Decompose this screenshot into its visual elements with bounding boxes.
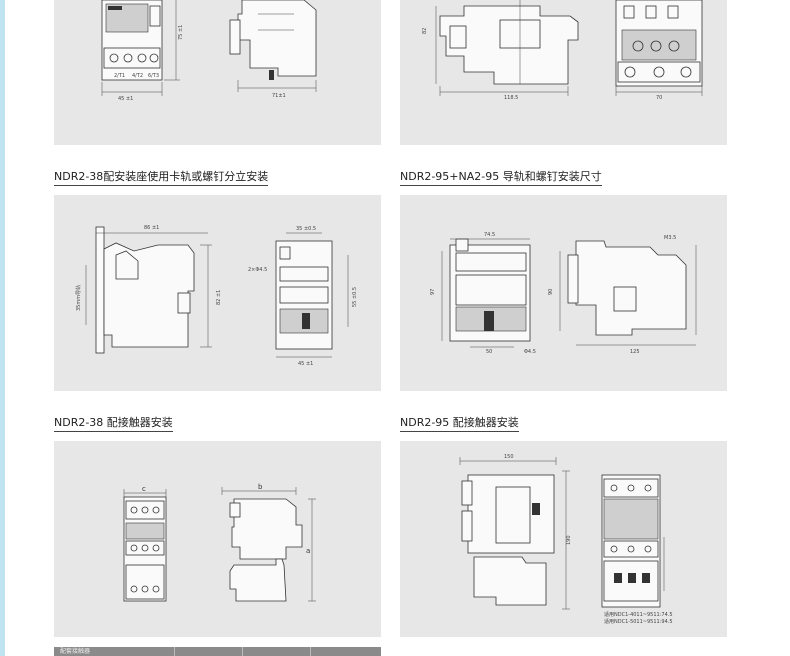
dim-95-height: 82: [422, 28, 428, 34]
caption-ndr2-38-mounting: NDR2-38配安装座使用卡轨或螺钉分立安装: [54, 170, 269, 186]
drawing-ndr2-38-dimensions: 45 ±1 75 ±1 2/T1 4/T2 6/T3 71±1: [54, 0, 381, 145]
mount-base-side-view: [85, 226, 212, 354]
spec-table-header: 配套接触器: [54, 647, 381, 656]
dim-hole-spacing: 55 ±0.5: [352, 287, 358, 307]
dim-label-c: c: [142, 485, 146, 493]
dim-front-width-38: 45 ±1: [298, 361, 313, 367]
dim-terminal-3: 6/T3: [148, 73, 159, 79]
mount-base-front-view: [275, 232, 349, 358]
dim-95-width: 118.5: [504, 95, 518, 101]
caption-ndr2-38-contactor: NDR2-38 配接触器安装: [54, 416, 173, 432]
contactor-38-front-view: [123, 489, 167, 602]
drawing-ndr2-95-with-contactor: 150 190 适用NDC1-4011~9511:74.5 适用NDC1-501…: [400, 441, 727, 637]
dim-95-depth: 125: [630, 349, 640, 355]
dim-front-height: 75 ±1: [178, 25, 184, 40]
drawing-ndr2-95-rail-mount: 74.5 97 50 Φ4.5 M3.5 90 125: [400, 195, 727, 391]
dim-95-mount-height: 97: [430, 289, 436, 295]
dim-95-bottom: 50: [486, 349, 492, 355]
table-divider: [242, 647, 243, 656]
dim-terminal-2: 4/T2: [132, 73, 143, 79]
dim-95-mount-width: 74.5: [484, 232, 495, 238]
contactor-95-front-view: [601, 474, 665, 608]
drawing-ndr2-38-with-contactor: c b a: [54, 441, 381, 637]
drawing-ndr2-38-mount-base: 86 ±1 82 ±1 35mm导轨 35 ±0.5 2×Φ4.5 55 ±0.…: [54, 195, 381, 391]
dim-95c-height: 190: [566, 535, 572, 545]
relay-95-side-view: [435, 0, 579, 96]
dim-mount-width: 86 ±1: [144, 225, 159, 231]
table-divider: [310, 647, 311, 656]
relay-95-front-view: [615, 0, 703, 96]
caption-ndr2-95-mounting: NDR2-95+NA2-95 导轨和螺钉安装尺寸: [400, 170, 602, 186]
relay-front-view: [101, 0, 180, 96]
dim-mount-rail: 35mm导轨: [75, 285, 82, 311]
contactor-95-side-view: [459, 457, 570, 610]
dim-hole: 2×Φ4.5: [248, 267, 267, 273]
dim-model-b: 适用NDC1-5011~9511:94.5: [604, 618, 673, 625]
dim-95-screw: M3.5: [664, 235, 676, 241]
dim-terminal-1: 2/T1: [114, 73, 125, 79]
caption-ndr2-95-contactor: NDR2-95 配接触器安装: [400, 416, 519, 432]
relay-side-view: [229, 0, 317, 92]
dim-95-side-width: 70: [656, 95, 662, 101]
table-header-cell: 配套接触器: [60, 648, 91, 655]
contactor-38-side-view: [221, 487, 316, 602]
rail-mount-side-view: [559, 240, 697, 346]
dim-front-width: 45 ±1: [118, 96, 133, 102]
dim-95c-width: 150: [504, 454, 514, 460]
drawing-ndr2-95-dimensions: 82 118.5 70: [400, 0, 727, 145]
dim-front-top: 35 ±0.5: [296, 226, 316, 232]
left-accent-bar: [0, 0, 5, 656]
table-divider: [174, 647, 175, 656]
rail-mount-front-view: [441, 238, 531, 348]
dim-mount-height: 82 ±1: [216, 290, 222, 305]
dim-model-a: 适用NDC1-4011~9511:74.5: [604, 611, 673, 618]
dim-95-hole: Φ4.5: [524, 349, 536, 355]
dim-label-a: a: [306, 547, 310, 555]
dim-side-width: 71±1: [272, 93, 286, 99]
dim-label-b: b: [258, 483, 263, 491]
dim-95-side-height: 90: [548, 289, 554, 295]
